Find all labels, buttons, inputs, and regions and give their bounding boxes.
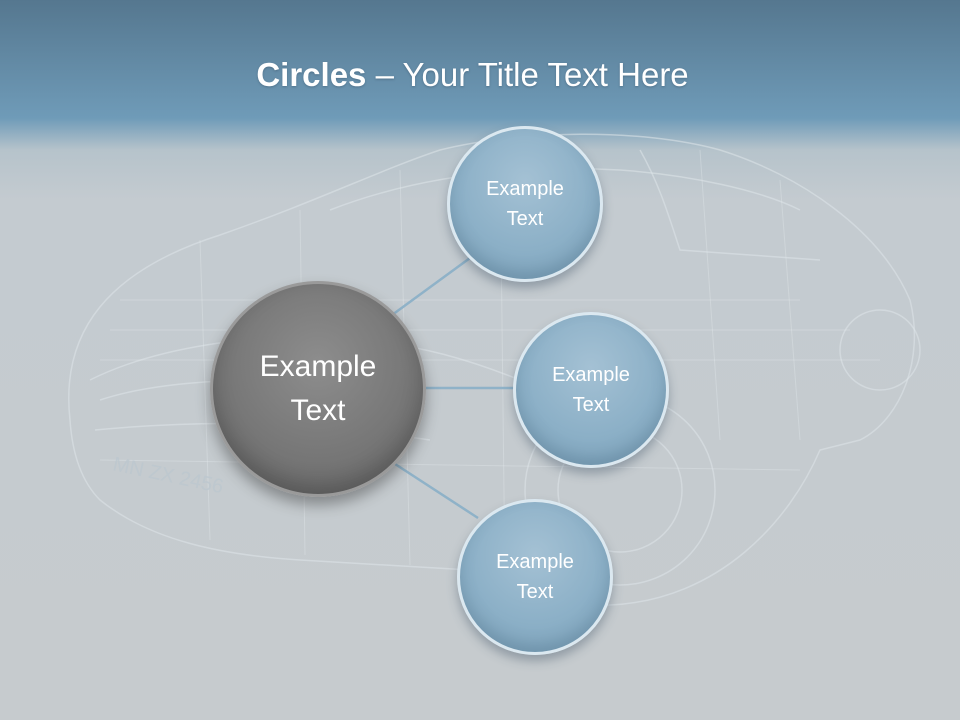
satellite-circle-top: Example Text: [447, 126, 603, 282]
center-circle: Example Text: [210, 281, 426, 497]
satellite-top-line2: Text: [506, 208, 544, 230]
connector-bottom: [391, 460, 479, 520]
title-bold: Circles: [256, 56, 367, 93]
slide-title: Circles – Your Title Text Here: [0, 52, 945, 98]
title-rest: – Your Title Text Here: [366, 56, 689, 93]
center-circle-line1: Example: [259, 350, 377, 383]
satellite-middle-line2: Text: [572, 394, 610, 416]
connector-top: [391, 256, 471, 317]
satellite-circle-bottom: Example Text: [457, 499, 613, 655]
satellite-top-line1: Example: [486, 178, 564, 200]
satellite-circle-middle: Example Text: [513, 312, 669, 468]
satellite-bottom-line2: Text: [516, 581, 554, 603]
center-circle-line2: Text: [290, 394, 346, 427]
satellite-middle-line1: Example: [552, 364, 630, 386]
satellite-bottom-line1: Example: [496, 551, 574, 573]
